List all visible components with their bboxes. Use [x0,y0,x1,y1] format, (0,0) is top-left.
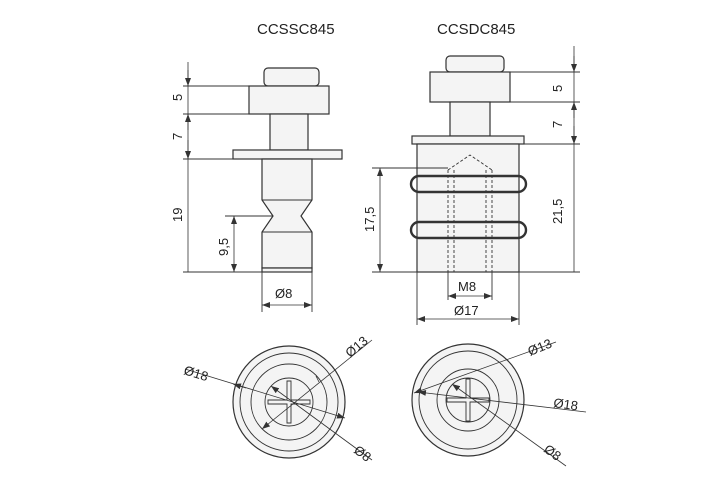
right-dim-neck: 7 [550,121,565,128]
left-dim-diameter: Ø8 [275,286,292,301]
left-top-dim-13: Ø13 [342,333,370,360]
right-top-view: Ø13 Ø18 Ø8 [411,336,587,467]
left-dim-neck: 7 [170,133,185,140]
left-top-dim-8: Ø8 [351,442,374,464]
right-dim-body: 21,5 [550,199,565,224]
right-side-view [409,55,528,273]
left-side-view [232,67,343,273]
left-dim-groove: 9,5 [216,238,231,256]
left-part-title: CCSSC845 [257,21,335,38]
right-dim-head: 5 [550,85,565,92]
right-top-dim-18: Ø18 [553,395,579,413]
left-top-dim-18: Ø18 [182,363,210,385]
left-dimensions: 5 7 19 9,5 Ø8 [170,62,313,312]
left-dim-head: 5 [170,94,185,101]
right-part-title: CCSDC845 [437,21,515,38]
left-top-view: Ø18 Ø13 Ø8 [182,333,374,465]
right-dim-thread: M8 [458,279,476,294]
right-dim-insert: 17,5 [362,207,377,232]
right-dim-diameter: Ø17 [454,303,479,318]
right-top-dim-8: Ø8 [541,441,564,463]
right-dimensions: 5 7 21,5 17,5 M8 Ø17 [362,46,580,325]
right-top-dim-13: Ø13 [526,336,554,359]
left-dim-body: 19 [170,208,185,222]
